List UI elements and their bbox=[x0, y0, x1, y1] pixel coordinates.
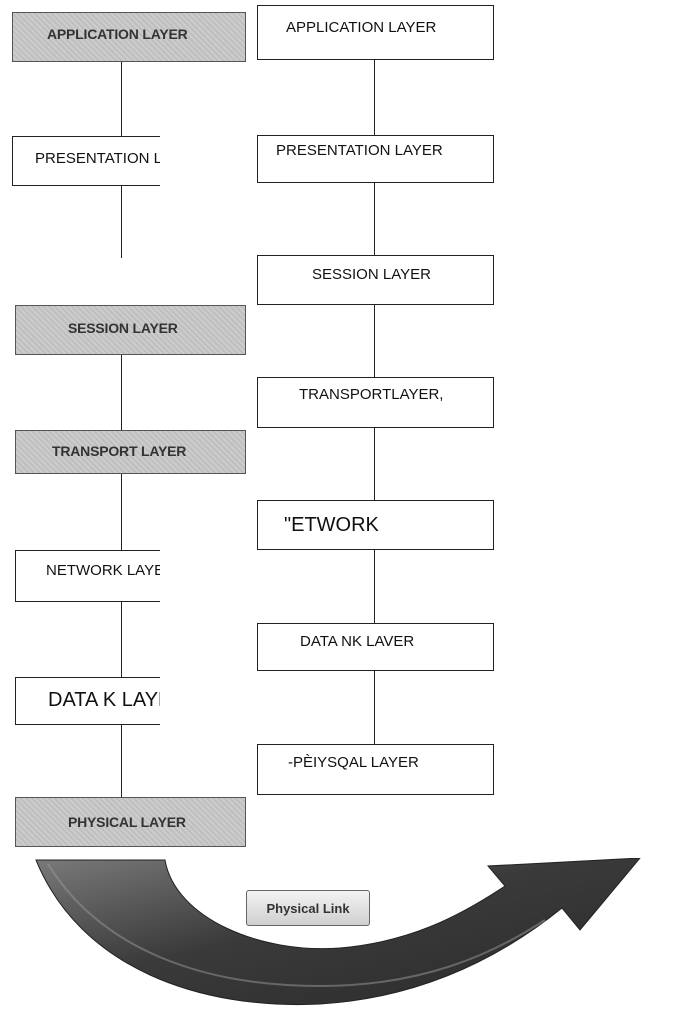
left-session-layer: SESSION LAYER bbox=[15, 305, 246, 355]
left-connector bbox=[121, 474, 122, 550]
left-physical-layer: PHYSICAL LAYER bbox=[15, 797, 246, 847]
left-connector bbox=[121, 725, 122, 797]
right-application-layer-label: APPLICATION LAYER bbox=[286, 19, 437, 36]
left-transport-layer: TRANSPORT LAYER bbox=[15, 430, 246, 474]
left-connector bbox=[121, 355, 122, 430]
left-clipped-boxes: PRESENTATION LAYER NETWORK LAYER DATA K … bbox=[0, 0, 160, 860]
right-datalink-layer-label: DATA NK LAVER bbox=[300, 633, 415, 650]
right-presentation-layer: PRESENTATION LAYER bbox=[257, 135, 494, 183]
right-connector bbox=[374, 305, 375, 377]
right-session-layer-label: SESSION LAYER bbox=[312, 266, 431, 283]
curved-arrow-icon bbox=[35, 857, 642, 1006]
left-connector bbox=[121, 602, 122, 677]
left-session-layer-label: SESSION LAYER bbox=[68, 320, 178, 336]
right-network-layer-label: "ETWORK bbox=[284, 514, 379, 536]
right-connector bbox=[374, 671, 375, 744]
right-network-layer: "ETWORK bbox=[257, 500, 494, 550]
right-application-layer: APPLICATION LAYER bbox=[257, 5, 494, 60]
left-transport-layer-label: TRANSPORT LAYER bbox=[52, 443, 187, 459]
left-presentation-layer: PRESENTATION LAYER bbox=[12, 136, 160, 186]
left-connector bbox=[121, 62, 122, 136]
right-datalink-layer: DATA NK LAVER bbox=[257, 623, 494, 671]
right-connector bbox=[374, 60, 375, 135]
left-network-layer-label: NETWORK LAYER bbox=[46, 562, 160, 579]
left-connector bbox=[121, 186, 122, 258]
right-transport-layer-label: TRANSPORTLAYER, bbox=[299, 386, 444, 403]
right-transport-layer: TRANSPORTLAYER, bbox=[257, 377, 494, 428]
left-physical-layer-label: PHYSICAL LAYER bbox=[68, 814, 186, 830]
left-layer-stack bbox=[0, 0, 159, 860]
right-connector bbox=[374, 550, 375, 623]
right-presentation-layer-label: PRESENTATION LAYER bbox=[276, 142, 443, 159]
left-datalink-layer: DATA K LAYER bbox=[15, 677, 160, 725]
left-application-layer-label: APPLICATION LAYER bbox=[47, 26, 188, 42]
physical-link-arrow bbox=[0, 857, 677, 1010]
right-connector bbox=[374, 183, 375, 255]
left-network-layer: NETWORK LAYER bbox=[15, 550, 160, 602]
right-session-layer: SESSION LAYER bbox=[257, 255, 494, 305]
left-datalink-layer-label: DATA K LAYER bbox=[48, 689, 160, 711]
right-physical-layer: -PÈIYSQAL LAYER bbox=[257, 744, 494, 795]
left-presentation-layer-label: PRESENTATION LAYER bbox=[35, 150, 160, 167]
right-connector bbox=[374, 428, 375, 500]
right-physical-layer-label: -PÈIYSQAL LAYER bbox=[288, 754, 419, 771]
left-application-layer: APPLICATION LAYER bbox=[12, 12, 246, 62]
physical-link-label: Physical Link bbox=[246, 890, 370, 926]
